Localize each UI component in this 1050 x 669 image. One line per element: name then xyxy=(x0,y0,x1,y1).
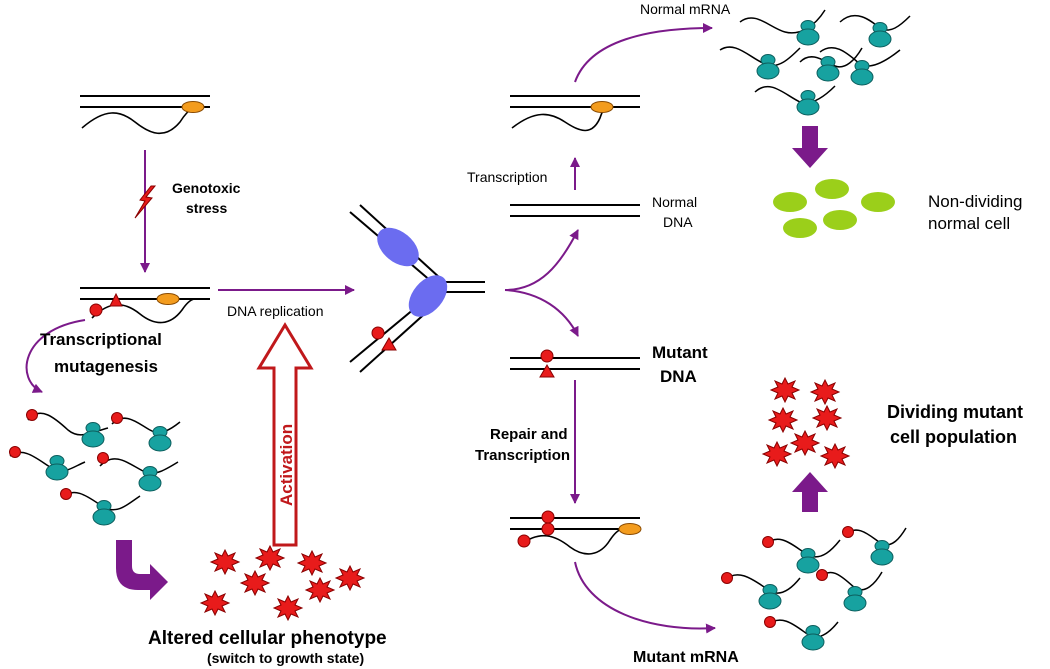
arrow-to-mutant-mrna-right xyxy=(574,561,716,634)
mutant-cell-star-icon xyxy=(210,549,240,575)
mutant-cell-star-icon xyxy=(240,570,270,596)
repair-label-2: Transcription xyxy=(475,447,570,464)
repair-label-1: Repair and xyxy=(490,426,568,443)
normal-cell-ellipse-icon xyxy=(861,192,895,212)
normal-dna-label-1: Normal xyxy=(652,194,697,210)
arrow-to-normal-cells xyxy=(792,126,828,168)
rna-polymerase-icon xyxy=(181,101,205,113)
ribosome-icon xyxy=(796,548,820,574)
dna-transcription-bubble-initial xyxy=(80,95,210,135)
arrow-to-normal-mrna xyxy=(574,23,713,83)
ribosome-icon xyxy=(756,54,780,80)
non-dividing-label-2: normal cell xyxy=(928,214,1010,233)
ribosome-icon xyxy=(796,90,820,116)
replisome-icon xyxy=(408,275,448,317)
mutant-dna-label-2: DNA xyxy=(660,367,697,386)
ribosome-icon xyxy=(92,500,116,526)
altered-phenotype-sublabel: (switch to growth state) xyxy=(207,650,364,666)
ribosome-icon xyxy=(81,422,105,448)
rna-polymerase-icon xyxy=(590,101,614,113)
ribosome-icon xyxy=(796,20,820,46)
normal-dna xyxy=(510,204,640,217)
lesion-circle-icon xyxy=(517,534,531,548)
lesion-triangle-icon xyxy=(109,292,123,307)
mutant-cell-star-icon xyxy=(790,430,820,456)
transcription-label: Transcription xyxy=(467,169,547,185)
ribosome-icon xyxy=(758,584,782,610)
mutant-mrna-cluster-right xyxy=(721,526,907,651)
mutant-mrna-label: Mutant mRNA xyxy=(633,649,739,666)
altered-phenotype-label: Altered cellular phenotype xyxy=(148,628,387,649)
arrow-to-mutant-mrna-left xyxy=(25,319,86,393)
genotoxic-label-1: Genotoxic xyxy=(172,180,241,196)
normal-cell-ellipse-icon xyxy=(783,218,817,238)
lesion-circle-icon xyxy=(541,510,555,524)
ribosome-icon xyxy=(850,60,874,86)
damaged-dna xyxy=(80,287,210,324)
mutant-cell-star-icon xyxy=(255,545,285,571)
dividing-label-1: Dividing mutant xyxy=(887,402,1023,422)
dividing-mutant-cells xyxy=(762,377,850,469)
mutant-cell-star-icon xyxy=(820,443,850,469)
mutant-cell-star-icon xyxy=(200,590,230,616)
transcriptional-label-1: Transcriptional xyxy=(40,330,162,349)
mutant-cell-star-icon xyxy=(762,441,792,467)
genotoxic-label-2: stress xyxy=(186,200,227,216)
mutant-dna-label-1: Mutant xyxy=(652,343,708,362)
lightning-bolt-icon xyxy=(134,185,157,219)
mutant-cell-star-icon xyxy=(812,405,842,431)
mutant-cell-star-icon xyxy=(273,595,303,621)
rna-polymerase-icon xyxy=(618,523,642,535)
lesion-circle-icon xyxy=(371,326,385,340)
activation-label: Activation xyxy=(277,424,296,506)
lesion-triangle-icon xyxy=(381,337,397,351)
activation-arrow xyxy=(256,322,314,547)
mutant-cell-star-icon xyxy=(335,565,365,591)
non-dividing-label-1: Non-dividing xyxy=(928,192,1023,211)
mutant-cell-star-icon xyxy=(297,550,327,576)
arrow-to-mutant-dna xyxy=(504,289,579,337)
mutant-cell-star-icon xyxy=(305,577,335,603)
mutant-dna-transcribing xyxy=(510,510,642,555)
lesion-circle-icon xyxy=(541,522,555,536)
mutant-cell-star-icon xyxy=(770,377,800,403)
transcriptional-label-2: mutagenesis xyxy=(54,357,158,376)
mutant-cell-star-icon xyxy=(768,407,798,433)
ribosome-icon xyxy=(45,455,69,481)
altered-phenotype-cells xyxy=(200,545,365,621)
normal-cell-ellipse-icon xyxy=(773,192,807,212)
normal-mrna-label: Normal mRNA xyxy=(640,1,731,17)
mutant-mrna-cluster-left xyxy=(9,409,181,526)
lesion-circle-icon xyxy=(540,349,554,363)
dna-replication-label: DNA replication xyxy=(227,303,324,319)
dividing-label-2: cell population xyxy=(890,427,1017,447)
ribosome-icon xyxy=(816,56,840,82)
replisome-icon xyxy=(377,227,419,267)
rna-polymerase-icon xyxy=(156,293,180,305)
lesion-circle-icon xyxy=(89,303,103,317)
mutant-dna xyxy=(510,349,640,378)
normal-dna-transcribing xyxy=(510,95,640,132)
arrow-to-normal-dna xyxy=(504,229,579,291)
ribosome-icon xyxy=(801,625,825,651)
normal-cell-ellipse-icon xyxy=(823,210,857,230)
arrow-to-phenotype xyxy=(116,540,168,600)
replication-fork xyxy=(349,204,485,373)
lesion-triangle-icon xyxy=(539,364,555,378)
arrow-to-dividing-population xyxy=(792,472,828,512)
normal-cell-ellipse-icon xyxy=(815,179,849,199)
non-dividing-normal-cells xyxy=(773,179,895,238)
normal-mrna-cluster xyxy=(719,9,911,116)
ribosome-icon xyxy=(868,22,892,48)
mutant-cell-star-icon xyxy=(810,379,840,405)
normal-dna-label-2: DNA xyxy=(663,214,693,230)
